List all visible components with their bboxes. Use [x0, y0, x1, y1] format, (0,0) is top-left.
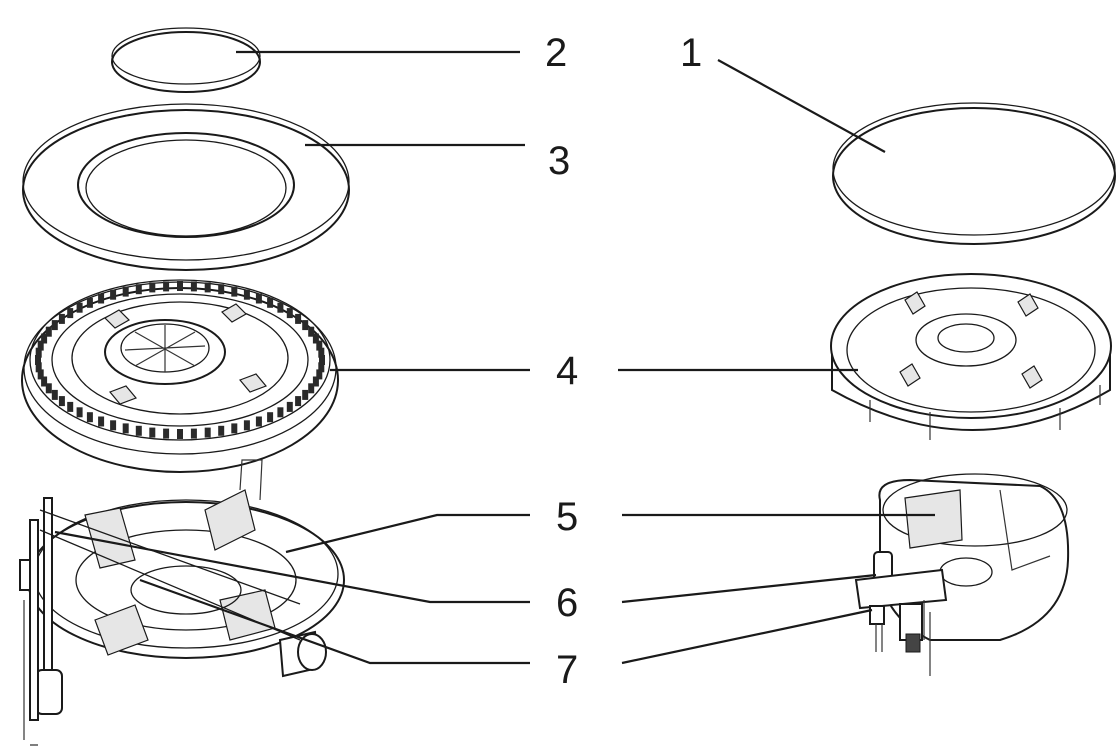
spreader-tooth: [295, 313, 302, 324]
spreader-tooth: [231, 286, 238, 297]
spreader-tooth: [41, 376, 48, 387]
burner-crown-right: [830, 273, 1112, 440]
leader-lines: [54, 50, 935, 665]
spreader-tooth: [110, 289, 117, 300]
callout-7: 7: [556, 648, 578, 692]
spreader-tooth: [67, 401, 74, 412]
spreader-tooth: [177, 281, 183, 291]
spreader-tooth: [312, 333, 319, 344]
spreader-tooth: [51, 320, 58, 331]
spreader-tooth: [312, 376, 319, 387]
spreader-tooth: [98, 293, 105, 304]
spreader-tooth: [218, 284, 225, 295]
spreader-tooth: [277, 407, 284, 418]
spreader-tooth: [267, 297, 274, 308]
spreader-tooth: [267, 412, 274, 423]
spreader-tooth: [122, 423, 129, 434]
callout-4: 4: [556, 349, 578, 393]
spreader-tooth: [67, 308, 74, 319]
spreader-tooth: [135, 284, 142, 295]
spreader-tooth: [231, 423, 238, 434]
callout-6: 6: [556, 581, 578, 625]
spreader-tooth: [163, 281, 170, 292]
spreader-tooth: [218, 425, 225, 436]
spreader-tooth: [163, 428, 170, 439]
spreader-tooth: [190, 281, 197, 292]
spreader-tooth: [58, 313, 65, 324]
spreader-tooth: [35, 347, 42, 358]
spreader-tooth: [318, 362, 325, 373]
spreader-tooth: [295, 396, 302, 407]
callout-2: 2: [545, 31, 567, 75]
spreader-tooth: [110, 420, 117, 431]
spreader-tooth: [37, 340, 44, 351]
flame-spreader-left: [21, 279, 339, 473]
large-cap-right: [832, 102, 1116, 245]
spreader-tooth: [204, 427, 211, 438]
spreader-tooth: [149, 427, 156, 438]
spreader-tooth: [122, 286, 129, 297]
callout-3: 3: [548, 139, 570, 183]
small-cap-left: [111, 27, 261, 93]
spreader-tooth: [243, 289, 250, 300]
spreader-tooth: [86, 412, 93, 423]
spreader-tooth: [302, 320, 309, 331]
spreader-tooth: [45, 383, 52, 394]
spreader-tooth: [177, 429, 183, 439]
spreader-tooth: [76, 407, 83, 418]
leader-6-right: [621, 573, 877, 604]
spreader-tooth: [286, 401, 293, 412]
spreader-tooth: [45, 326, 52, 337]
spreader-tooth: [58, 396, 65, 407]
spreader-tooth: [319, 355, 325, 365]
spreader-teeth: [35, 281, 325, 439]
spreader-tooth: [318, 347, 325, 358]
spreader-tooth: [135, 425, 142, 436]
burner-cup-right: [854, 473, 1070, 676]
spreader-tooth: [149, 282, 156, 293]
spreader-tooth: [316, 369, 323, 380]
leader-1: [717, 59, 886, 153]
leader-7-left: [139, 578, 530, 665]
spreader-tooth: [308, 383, 315, 394]
spreader-tooth: [41, 333, 48, 344]
leader-5-left: [285, 513, 530, 554]
spreader-tooth: [255, 293, 262, 304]
spreader-tooth: [76, 302, 83, 313]
leader-7-right: [621, 608, 873, 665]
spreader-tooth: [204, 282, 211, 293]
spreader-tooth: [308, 326, 315, 337]
spreader-tooth: [255, 416, 262, 427]
spreader-tooth: [286, 308, 293, 319]
spreader-tooth: [277, 302, 284, 313]
leader-6-left: [54, 530, 530, 604]
spreader-tooth: [51, 389, 58, 400]
callout-1: 1: [680, 31, 702, 75]
spreader-tooth: [98, 416, 105, 427]
spreader-tooth: [316, 340, 323, 351]
spreader-tooth: [302, 389, 309, 400]
spreader-tooth: [243, 420, 250, 431]
spreader-tooth: [190, 428, 197, 439]
spreader-tooth: [86, 297, 93, 308]
callout-5: 5: [556, 495, 578, 539]
ring-cap-left: [22, 103, 350, 271]
burner-base-left: [19, 459, 345, 746]
spreader-tooth: [35, 355, 41, 365]
spreader-tooth: [35, 362, 42, 373]
spreader-tooth: [37, 369, 44, 380]
